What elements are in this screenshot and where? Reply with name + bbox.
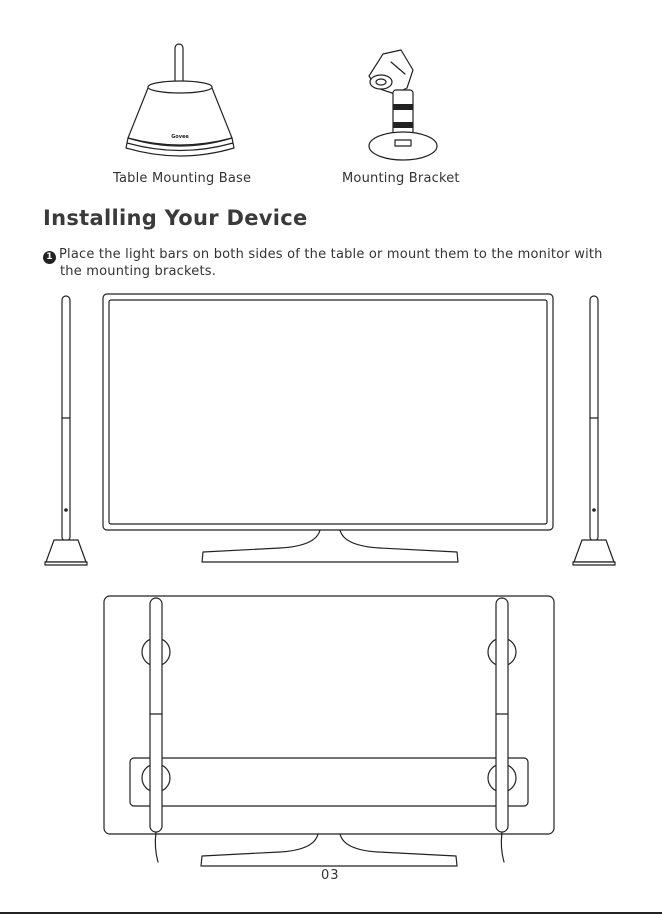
step-number-badge: 1 (43, 251, 56, 264)
step-1-line-1: Place the light bars on both sides of th… (59, 247, 603, 262)
section-heading: Installing Your Device (43, 206, 308, 230)
mounting-bracket-caption: Mounting Bracket (342, 171, 460, 186)
front-view-illustration (40, 290, 620, 570)
mounting-bracket-illustration (355, 48, 455, 168)
table-mounting-base-caption: Table Mounting Base (113, 171, 251, 186)
step-1-line-2: the mounting brackets. (43, 264, 216, 279)
rear-right-light-bar (496, 598, 508, 862)
rear-left-light-bar (150, 598, 162, 862)
table-mounting-base-illustration: Govee (120, 40, 250, 170)
left-light-bar (45, 296, 87, 565)
monitor-rear (104, 596, 554, 866)
page-number: 03 (321, 868, 340, 883)
right-light-bar (573, 296, 615, 565)
base-logo-text: Govee (171, 134, 189, 140)
rear-view-illustration (100, 592, 560, 874)
monitor-front (103, 294, 553, 562)
